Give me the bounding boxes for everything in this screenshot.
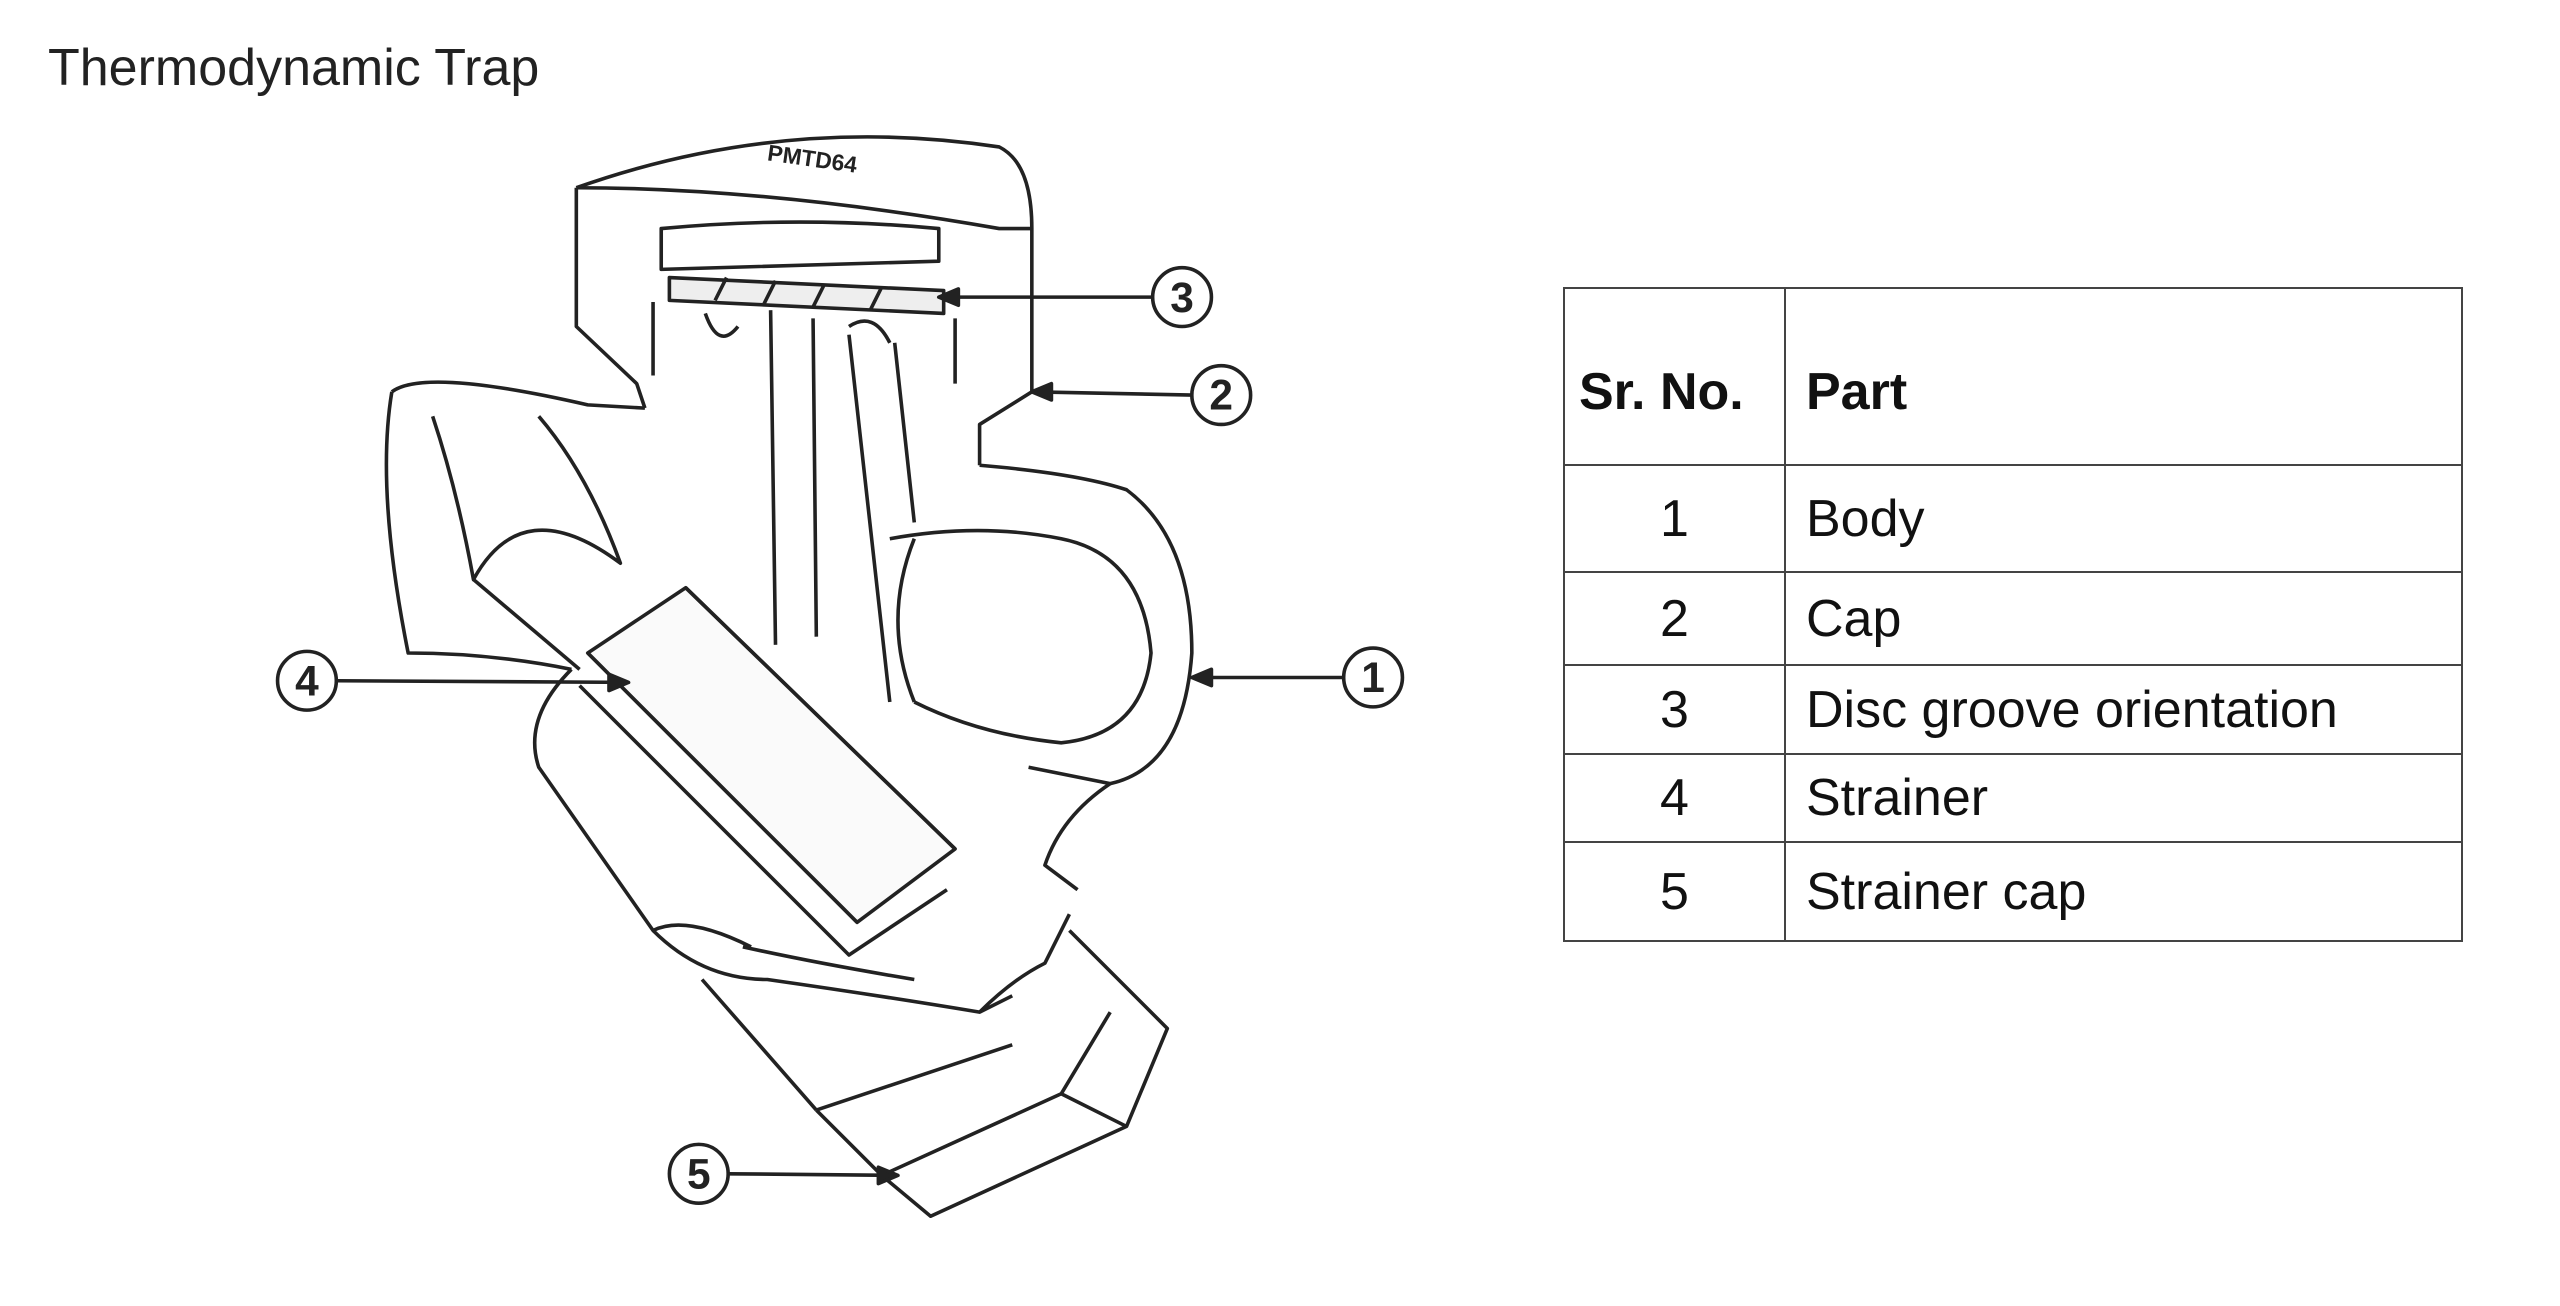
trap-body (384, 135, 1194, 1219)
cap-marking: PMTD64 (766, 139, 859, 177)
table-row: 4 Strainer (1563, 753, 2463, 843)
table-row: 1 Body (1563, 464, 2463, 573)
svg-text:3: 3 (1170, 274, 1194, 321)
callout-4: 4 (275, 649, 631, 712)
callout-2: 2 (1030, 363, 1253, 427)
page-title: Thermodynamic Trap (48, 39, 540, 97)
header-part: Part (1784, 287, 2463, 466)
parts-table: Sr. No. Part 1 Body 2 Cap 3 Disc groove … (1563, 287, 2463, 942)
svg-text:5: 5 (687, 1150, 711, 1197)
header-sr-no: Sr. No. (1563, 287, 1786, 466)
callout-1: 1 (1190, 646, 1405, 709)
svg-text:1: 1 (1361, 654, 1385, 701)
row-part: Disc groove orientation (1784, 664, 2463, 755)
row-part: Body (1784, 464, 2463, 573)
row-number: 5 (1563, 841, 1786, 942)
table-header-row: Sr. No. Part (1563, 287, 2463, 466)
row-number: 2 (1563, 571, 1786, 666)
table-row: 3 Disc groove orientation (1563, 664, 2463, 755)
row-number: 4 (1563, 753, 1786, 843)
row-part: Strainer (1784, 753, 2463, 843)
table-row: 2 Cap (1563, 571, 2463, 666)
table-row: 5 Strainer cap (1563, 841, 2463, 942)
callout-3: 3 (936, 265, 1214, 329)
row-part: Strainer cap (1784, 841, 2463, 942)
row-number: 3 (1563, 664, 1786, 755)
svg-text:4: 4 (295, 657, 319, 704)
row-number: 1 (1563, 464, 1786, 573)
row-part: Cap (1784, 571, 2463, 666)
callout-5: 5 (667, 1142, 900, 1205)
svg-text:2: 2 (1209, 372, 1233, 419)
